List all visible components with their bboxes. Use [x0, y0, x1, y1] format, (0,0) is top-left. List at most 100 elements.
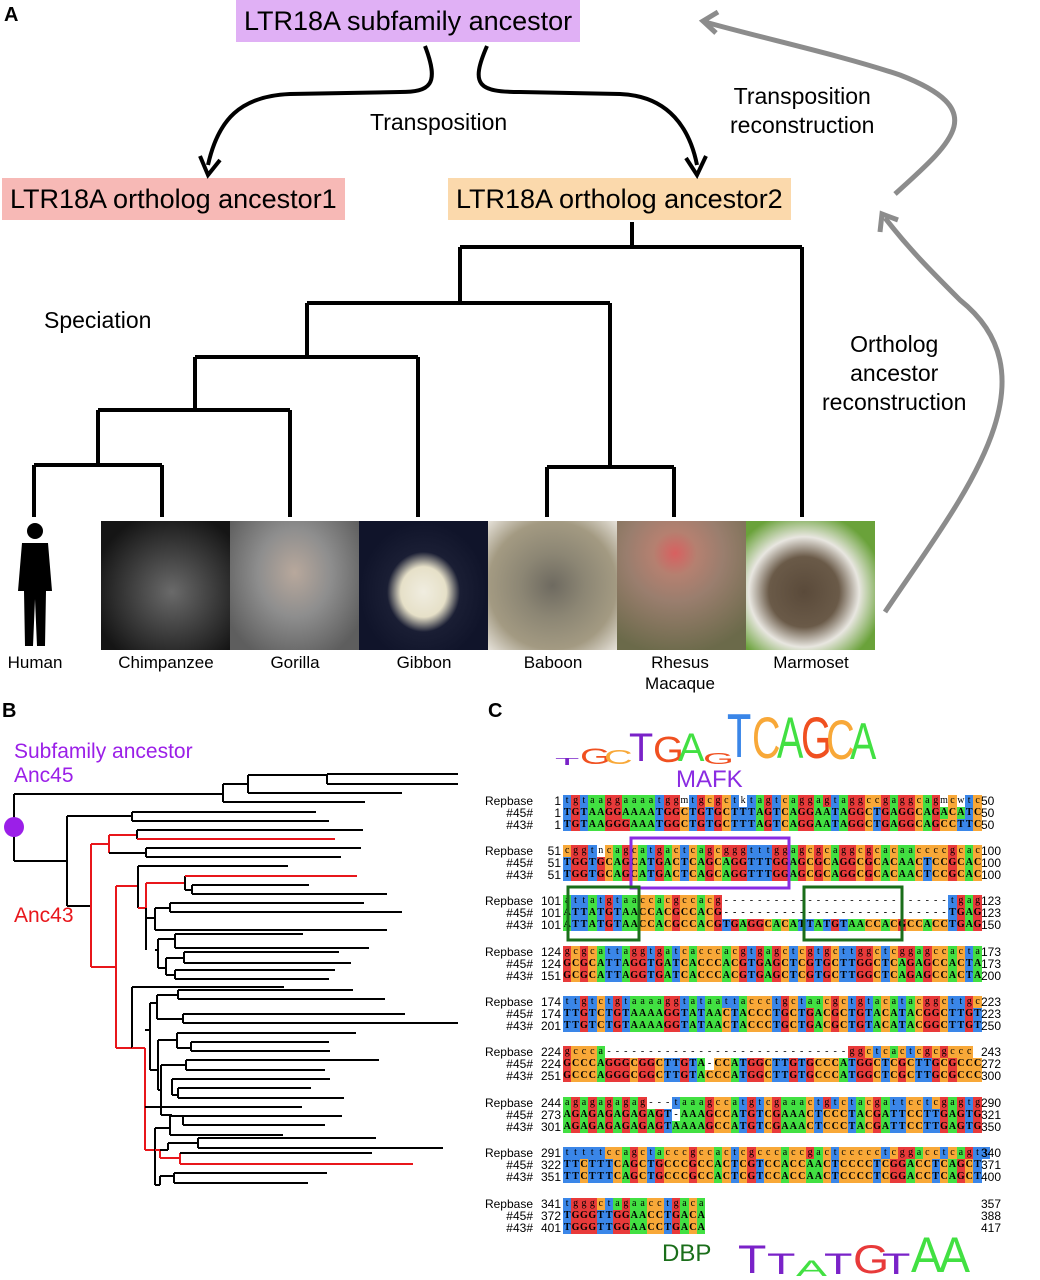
nucleotide: G — [621, 1210, 630, 1222]
nucleotide: - — [808, 907, 812, 918]
nucleotide: A — [596, 958, 605, 970]
nucleotide: T — [621, 1008, 630, 1020]
nucleotide: C — [697, 1159, 706, 1171]
nucleotide: A — [697, 1121, 706, 1133]
nucleotide: T — [730, 1171, 739, 1183]
nucleotide: g — [579, 996, 589, 1008]
nucleotide: C — [571, 1058, 580, 1070]
nucleotide: - — [699, 1046, 703, 1057]
nucleotide: C — [613, 1159, 622, 1171]
nucleotide: A — [646, 1020, 656, 1032]
nucleotide: G — [797, 819, 806, 831]
nucleotide: c — [604, 845, 614, 857]
nucleotide: C — [939, 1159, 949, 1171]
nucleotide: G — [923, 1008, 932, 1020]
nucleotide: - — [649, 1097, 653, 1108]
nucleotide: T — [646, 970, 656, 982]
nucleotide: T — [747, 970, 756, 982]
nucleotide: G — [956, 1109, 965, 1121]
nucleotide: G — [613, 1222, 622, 1234]
nucleotide: t — [814, 1097, 823, 1109]
nucleotide: A — [621, 1171, 630, 1183]
nucleotide: n — [598, 845, 604, 856]
species-label-marmoset: Marmoset — [773, 653, 849, 672]
nucleotide: C — [722, 1109, 731, 1121]
nucleotide: a — [856, 1097, 865, 1109]
sequence-name: Repbase — [484, 894, 533, 908]
nucleotide: A — [839, 1070, 848, 1082]
nucleotide: c — [847, 1147, 857, 1159]
nucleotide: c — [764, 1097, 773, 1109]
nucleotide: G — [772, 958, 781, 970]
nucleotide: a — [956, 1147, 965, 1159]
nucleotide: T — [755, 1121, 764, 1133]
sequence-name: #45# — [506, 906, 533, 920]
nucleotide: c — [764, 996, 773, 1008]
nucleotide: g — [747, 1097, 756, 1109]
nucleotide: G — [613, 1210, 622, 1222]
nucleotide: C — [680, 1159, 689, 1171]
nucleotide: G — [923, 958, 932, 970]
nucleotide: G — [889, 1171, 898, 1183]
nucleotide: C — [596, 1008, 605, 1020]
nucleotide: G — [738, 857, 748, 869]
nucleotide: C — [722, 807, 731, 819]
nucleotide: T — [604, 970, 614, 982]
nucleotide: A — [713, 1171, 723, 1183]
nucleotide: C — [881, 1020, 890, 1032]
nucleotide: - — [774, 907, 779, 918]
nucleotide: T — [596, 1171, 605, 1183]
nucleotide: A — [805, 1159, 815, 1171]
nucleotide: C — [680, 919, 689, 931]
sequence-start-position: 201 — [540, 1019, 561, 1033]
nucleotide: T — [956, 819, 965, 831]
logo-letter: T — [738, 1238, 767, 1280]
nucleotide: t — [655, 795, 664, 807]
nucleotide: A — [697, 1210, 706, 1222]
nucleotide: - — [816, 907, 821, 918]
nucleotide: t — [772, 996, 781, 1008]
nucleotide: C — [638, 907, 647, 919]
nucleotide: a — [755, 795, 764, 807]
sequence-start-position: 174 — [540, 1007, 561, 1021]
sequence-start-position: 351 — [540, 1170, 561, 1184]
nucleotide: c — [872, 1147, 882, 1159]
nucleotide: a — [638, 795, 647, 807]
nucleotide: t — [847, 996, 857, 1008]
nucleotide: C — [755, 1008, 764, 1020]
nucleotide: c — [914, 845, 924, 857]
nucleotide: T — [588, 1020, 597, 1032]
nucleotide: T — [563, 819, 572, 831]
nucleotide: A — [630, 1210, 639, 1222]
nucleotide: c — [730, 946, 739, 958]
nucleotide: C — [638, 1171, 647, 1183]
nucleotide: G — [571, 1121, 580, 1133]
nucleotide: C — [571, 1070, 580, 1082]
nucleotide: g — [772, 1097, 781, 1109]
nucleotide: T — [747, 807, 756, 819]
nucleotide: c — [705, 895, 714, 907]
nucleotide: G — [814, 857, 823, 869]
nucleotide: C — [805, 857, 815, 869]
nucleotide: T — [772, 819, 781, 831]
nucleotide: T — [738, 819, 748, 831]
nucleotide: G — [931, 1020, 940, 1032]
nucleotide: A — [822, 807, 831, 819]
nucleotide: G — [730, 919, 739, 931]
nucleotide: - — [833, 907, 837, 918]
arrowhead-left — [198, 155, 222, 179]
nucleotide: a — [713, 996, 723, 1008]
nucleotide: C — [722, 1008, 731, 1020]
nucleotide: G — [671, 819, 681, 831]
nucleotide: - — [908, 895, 913, 906]
nucleotide: c — [705, 1147, 714, 1159]
nucleotide: G — [646, 1058, 656, 1070]
nucleotide: C — [931, 958, 940, 970]
nucleotide: G — [579, 1020, 589, 1032]
nucleotide: T — [814, 1121, 823, 1133]
nucleotide: g — [780, 845, 790, 857]
nucleotide: A — [906, 1020, 915, 1032]
